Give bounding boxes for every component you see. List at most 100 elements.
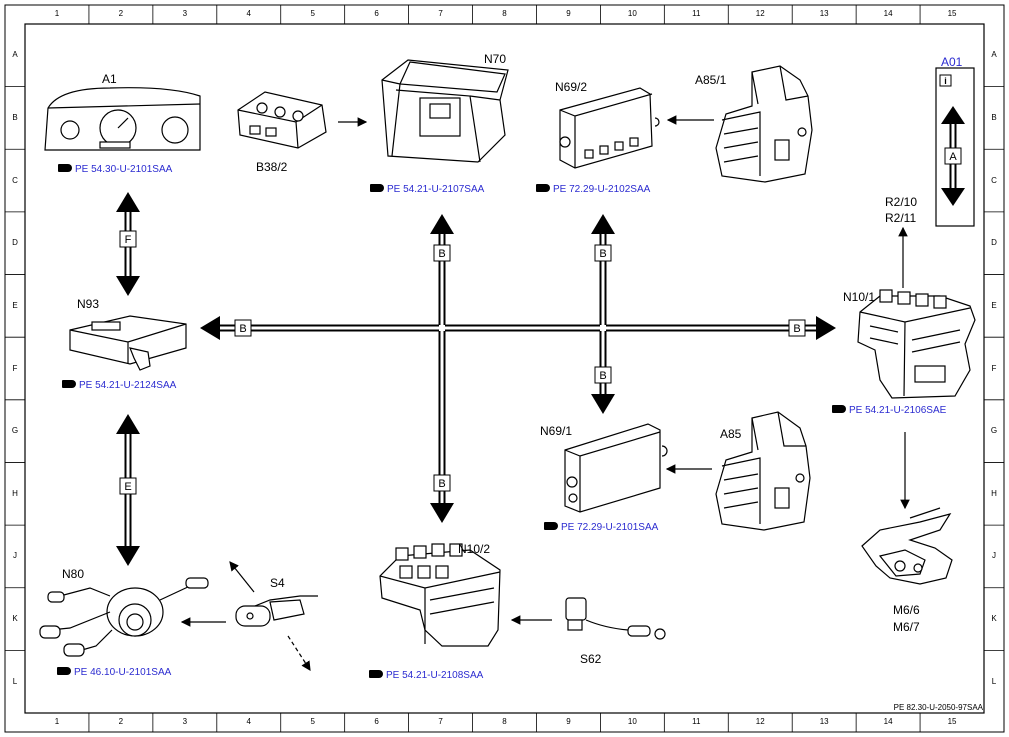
reference-n93[interactable]: PE 54.21-U-2124SAA [62,380,176,392]
grid-col-top: 13 [819,9,829,18]
pointing-hand-icon [832,405,846,414]
reference-n69-1-text: PE 72.29-U-2101SAA [561,522,659,533]
grid-row-left: D [12,238,18,248]
reference-n10-1-text: PE 54.21-U-2106SAE [849,405,947,416]
grid-row-right: L [991,676,997,686]
label-b38-2: B38/2 [256,160,288,174]
grid-col-top: 11 [692,9,701,18]
door-control-module-rear-icon [559,87,660,169]
grid-col-top: 5 [310,9,315,18]
door-latch-rear-icon [715,65,813,183]
reference-n10-2[interactable]: PE 54.21-U-2108SAA [369,670,483,682]
grid-col-bottom: 8 [502,717,507,726]
label-m6-7: M6/7 [893,620,920,634]
grid-col-top: 15 [947,9,957,18]
bus-label-b-up-left: B [438,248,445,260]
steering-column-module-icon [39,577,209,657]
grid-row-left: K [12,614,18,624]
grid-col-bottom: 10 [627,717,637,726]
label-s62: S62 [580,652,602,666]
pointing-hand-icon [370,184,384,193]
bus-arrowheads [116,106,965,566]
label-a85-1: A85/1 [695,73,727,87]
info-icon-frame [939,74,952,87]
reference-n69-2[interactable]: PE 72.29-U-2102SAA [536,184,650,196]
legend-title: A01 [941,55,963,69]
grid-row-right: G [990,426,998,436]
door-latch-front-icon [715,411,811,531]
reference-n80[interactable]: PE 46.10-U-2101SAA [57,667,171,679]
grid-row-right: A [991,50,997,60]
wiper-motor-icon [861,507,953,585]
grid-row-left: G [11,426,19,436]
sam-control-unit-rear-icon [379,543,501,647]
grid-col-bottom: 4 [246,717,251,726]
grid-row-left: A [12,50,18,60]
label-n69-2: N69/2 [555,80,588,94]
instrument-cluster-icon [44,87,201,151]
reference-n70[interactable]: PE 54.21-U-2107SAA [370,184,484,196]
grid-col-bottom: 6 [374,717,379,726]
reference-n10-2-text: PE 54.21-U-2108SAA [386,670,484,681]
reference-a1[interactable]: PE 54.30-U-2101SAA [58,164,172,176]
reference-n10-1[interactable]: PE 54.21-U-2106SAE [832,405,946,417]
grid-row-right: K [991,614,997,624]
grid-col-bottom: 3 [182,717,188,726]
grid-col-top: 3 [182,9,188,18]
label-r2-11: R2/11 [885,211,917,225]
grid-col-bottom: 5 [310,717,315,726]
pointing-hand-icon [57,667,71,676]
label-s4: S4 [270,576,285,590]
pointing-hand-icon [369,670,383,679]
label-n93: N93 [77,297,100,311]
grid-col-top: 4 [246,9,251,18]
grid-col-top: 9 [566,9,571,18]
outer-frame [4,4,1005,733]
bus-label-b-up-right: B [599,248,606,260]
door-control-module-front-icon [564,423,668,513]
label-a1: A1 [102,72,117,86]
grid-row-left: C [12,175,18,185]
combination-switch-icon [235,595,318,627]
grid-row-left: J [13,551,17,561]
bus-label-b-left: B [239,323,246,335]
rain-sensor-icon [237,91,327,149]
grid-col-top: 7 [438,9,443,18]
grid-ticks [5,5,1004,732]
grid-col-bottom: 7 [438,717,443,726]
inner-frame [24,23,985,714]
reference-n69-1[interactable]: PE 72.29-U-2101SAA [544,522,658,534]
label-n10-1: N10/1 [843,290,876,304]
document-code: PE 82.30-U-2050-97SAA [893,703,983,712]
grid-col-bottom: 11 [692,717,701,726]
grid-col-top: 1 [54,9,60,18]
grid-row-right: B [991,112,997,122]
grid-col-top: 12 [755,9,765,18]
label-r2-10: R2/10 [885,195,918,209]
label-n70: N70 [484,52,507,66]
pointing-hand-icon [544,522,558,531]
info-icon: i [944,76,947,86]
grid-row-right: J [992,551,996,561]
grid-row-right: H [991,488,997,498]
label-n80: N80 [62,567,85,581]
door-contact-switch-icon [565,597,666,640]
bus-label-b-down-right: B [599,370,606,382]
grid-col-top: 8 [502,9,507,18]
overhead-control-panel-icon [381,59,509,163]
grid-row-left: H [12,488,18,498]
grid-col-top: 14 [883,9,893,18]
bus-label-b-right: B [793,323,800,335]
grid-row-right: E [991,300,997,310]
label-n69-1: N69/1 [540,424,573,438]
reference-n80-text: PE 46.10-U-2101SAA [74,667,172,678]
reference-n70-text: PE 54.21-U-2107SAA [387,184,485,195]
grid-row-right: F [991,363,997,373]
grid-row-right: C [991,175,997,185]
central-gateway-module-icon [69,315,187,371]
bus-label-b-down-left: B [438,478,445,490]
label-a85: A85 [720,427,742,441]
pointing-hand-icon [536,184,550,193]
label-m6-6: M6/6 [893,603,920,617]
